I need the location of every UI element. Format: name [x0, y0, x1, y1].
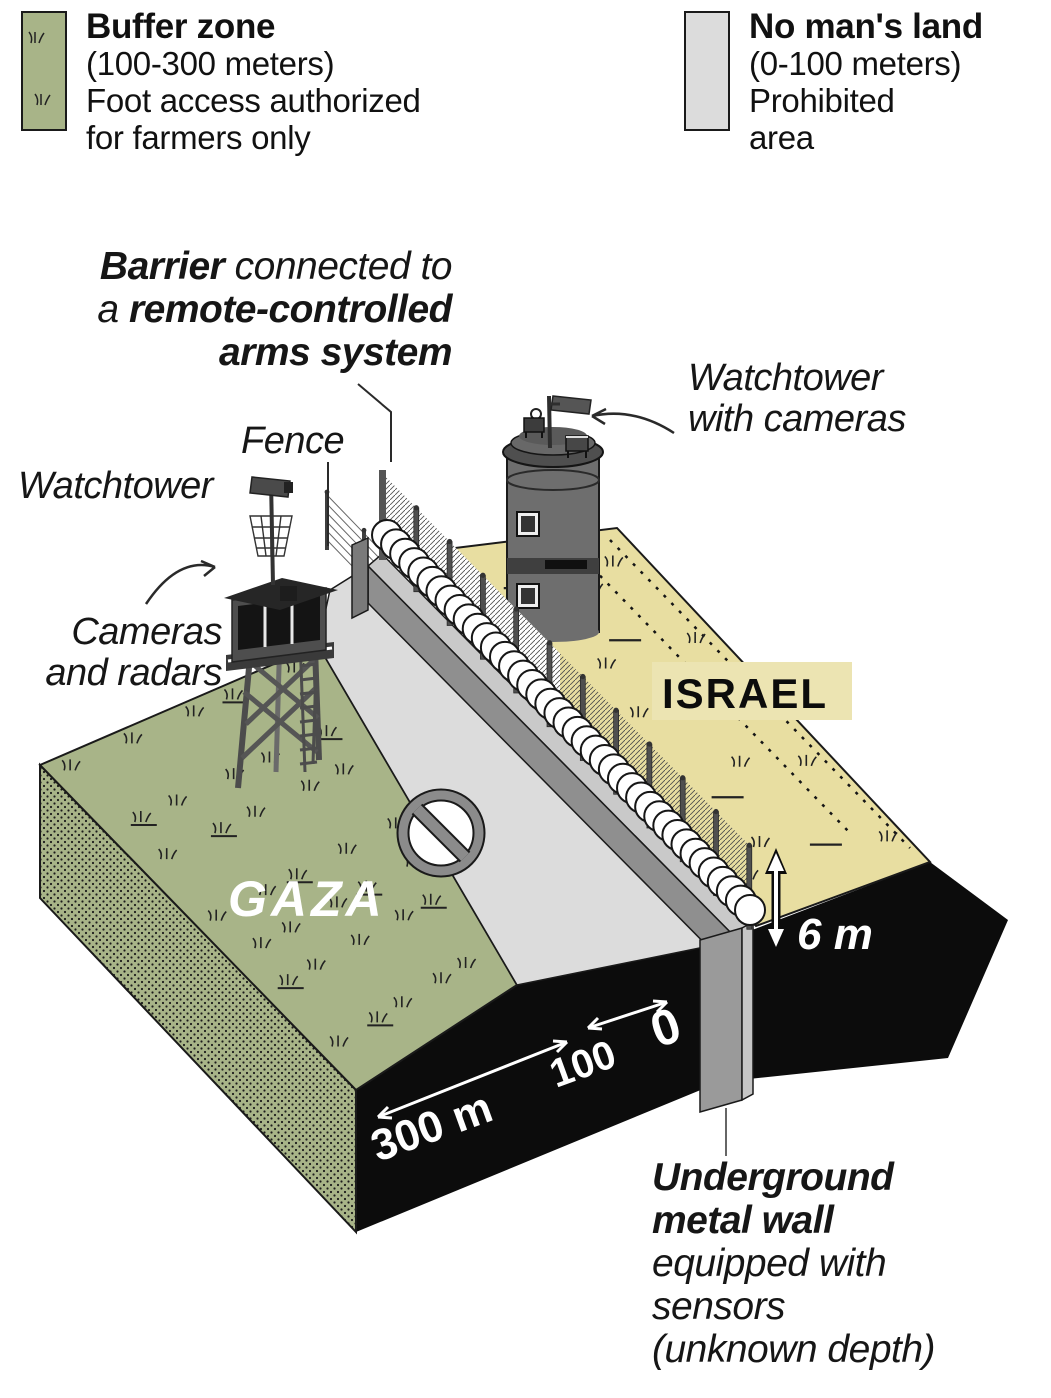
mast	[269, 479, 275, 586]
leader-lines	[144, 383, 675, 605]
concertina-wire	[371, 519, 766, 926]
watchtower-window	[516, 511, 540, 537]
buffer-zone-desc: for farmers only	[86, 119, 311, 156]
scale-arrows	[376, 999, 669, 1120]
round-watchtower	[502, 395, 604, 642]
fence-end-frame	[379, 470, 386, 560]
swatch-grass-icon	[28, 31, 51, 106]
barrier-concrete-base	[351, 536, 755, 980]
no-mans-land-swatch	[684, 11, 730, 131]
ground-block-front-face	[356, 862, 1008, 1232]
camera-box-icon	[565, 435, 589, 458]
prohibition-sign-icon	[396, 788, 486, 878]
lattice-watchtower	[224, 476, 338, 789]
buffer-zone-legend: Buffer zone (100-300 meters) Foot access…	[86, 8, 421, 156]
barrier-annotation: Barrier connected to a remote-controlled…	[97, 245, 452, 374]
camera-icon	[249, 476, 291, 498]
fence-annotation: Fence	[241, 420, 345, 462]
watchtower-window	[516, 583, 540, 609]
buffer-zone-title: Buffer zone	[86, 7, 276, 46]
underground-wall-annotation: Underground metal wall equipped with sen…	[652, 1156, 936, 1371]
watchtower-cameras-annotation: Watchtower with cameras	[688, 357, 906, 440]
no-mans-land-title: No man's land	[749, 7, 983, 46]
no-mans-land-legend: No man's land (0-100 meters) Prohibited …	[749, 8, 983, 156]
radar-basket	[249, 515, 293, 557]
barrier-leader-line	[357, 383, 392, 462]
camera-box-icon	[523, 417, 545, 438]
no-mans-land-desc: area	[749, 119, 814, 156]
no-mans-land-range: (0-100 meters)	[749, 45, 962, 82]
fence-height-arrow	[765, 848, 787, 952]
cameras-radars-annotation: Cameras and radars	[45, 611, 222, 694]
buffer-zone-range: (100-300 meters)	[86, 45, 335, 82]
fence-height-label: 6 m	[797, 910, 873, 959]
watchtower-cameras-arrow	[591, 407, 675, 435]
israel-label-bg	[652, 662, 852, 720]
barrier-annotation-bold: Barrier	[99, 245, 225, 288]
israel-label: ISRAEL	[662, 670, 828, 717]
gaza-label: GAZA	[228, 871, 386, 927]
underground-metal-wall	[699, 920, 754, 1113]
cameras-radars-arrow	[144, 559, 216, 605]
buffer-zone-swatch	[21, 11, 67, 131]
watchtower-annotation: Watchtower	[18, 465, 213, 507]
no-mans-land-desc: Prohibited	[749, 82, 895, 119]
buffer-zone-desc: Foot access authorized	[86, 82, 421, 119]
